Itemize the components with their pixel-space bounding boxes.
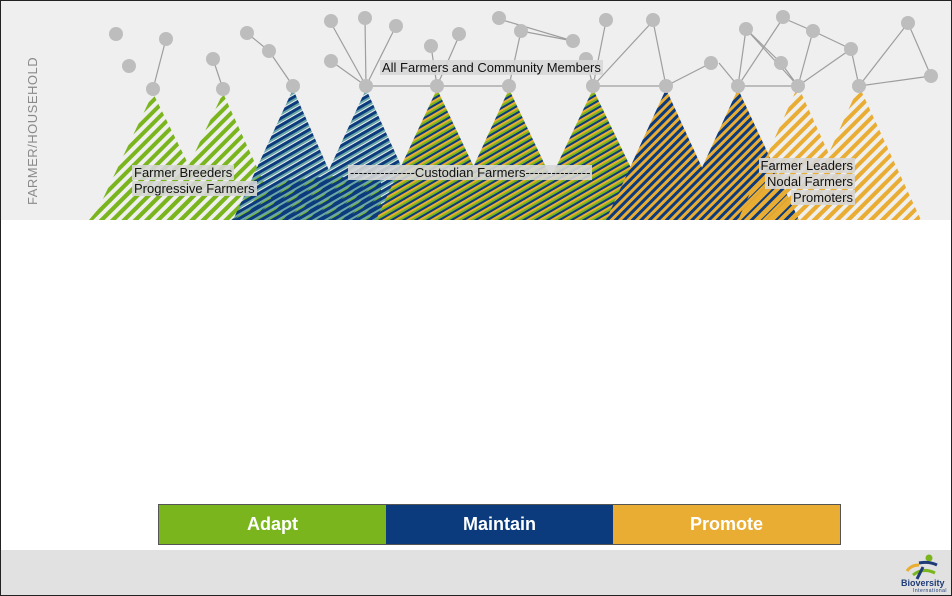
left-group-label: Farmer Breeders Progressive Farmers [132, 165, 257, 196]
legend-promote: Promote [613, 505, 840, 544]
legend-bar: Adapt Maintain Promote [158, 504, 841, 545]
peak-mixed-2 [449, 89, 571, 220]
footer: Bioversity International [1, 550, 951, 595]
custodian-label: ---------------Custodian Farmers--------… [348, 165, 593, 180]
diagram-panel: FARMER/HOUSEHOLD All Farmers and Communi… [1, 1, 951, 220]
right-group-label: Farmer Leaders Nodal Farmers Promoters [758, 158, 855, 205]
bioversity-logo: Bioversity International [899, 553, 948, 594]
logo-name: Bioversity [901, 578, 945, 588]
legend-adapt: Adapt [159, 505, 386, 544]
all-members-label: All Farmers and Community Members [380, 60, 603, 75]
network-links [152, 17, 932, 90]
network-nodes [109, 10, 938, 96]
logo-subtitle: International [913, 588, 948, 594]
logo-figure-icon [905, 554, 938, 580]
legend-maintain: Maintain [386, 505, 613, 544]
vertical-axis-label: FARMER/HOUSEHOLD [25, 56, 40, 205]
